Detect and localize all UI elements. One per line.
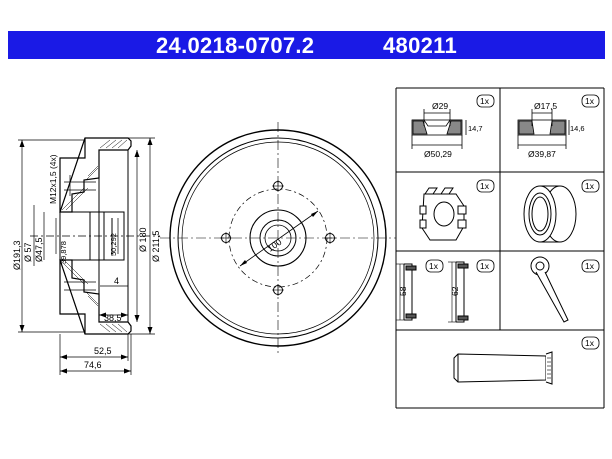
seal2-drawing [448, 261, 469, 323]
dim-bearing-50: 50,292 [109, 233, 118, 256]
svg-text:1x: 1x [585, 338, 595, 348]
drum-front-view [160, 122, 396, 354]
dim-pcd-100: 100 [265, 237, 283, 254]
part-number: 24.0218-0707.2 [156, 33, 315, 58]
quantity-badges: 1x 1x 1x 1x 1x 1x 1x 1x [425, 94, 600, 350]
qty-badge-grease: 1x [581, 336, 600, 350]
qty-badge-ring1: 1x [476, 94, 495, 108]
qty-badge-bearing: 1x [581, 179, 600, 193]
split-pin-drawing [530, 256, 569, 323]
ring1-drawing [411, 109, 467, 149]
dim-diameter-57: Ø 57 [23, 242, 33, 262]
seal2-height-dim: 62 [450, 286, 460, 296]
grease-tube-drawing [453, 351, 553, 385]
dim-diameter-180: Ø 180 [138, 227, 148, 252]
svg-text:1x: 1x [429, 261, 439, 271]
ring2-drawing [517, 109, 570, 149]
ring1-top-dim: Ø29 [432, 101, 448, 111]
qty-badge-nut: 1x [476, 179, 495, 193]
bearing-drawing [523, 185, 577, 243]
castle-nut-drawing [419, 187, 467, 241]
drum-section-view [18, 137, 160, 375]
svg-text:1x: 1x [480, 181, 490, 191]
ring2-bottom-dim: Ø39,87 [528, 149, 556, 159]
ring1-height-dim: 14,7 [468, 124, 483, 133]
dim-diameter-211: Ø 211,5 [151, 231, 161, 262]
dim-width-4: 4 [114, 276, 119, 286]
ring2-height-dim: 14,6 [570, 124, 585, 133]
parts-grid [395, 87, 605, 409]
svg-text:1x: 1x [585, 181, 595, 191]
dim-width-38: 38,5 [104, 313, 122, 323]
ring2-top-dim: Ø17,5 [534, 101, 557, 111]
svg-text:1x: 1x [480, 96, 490, 106]
ring1-bottom-dim: Ø50,29 [424, 149, 452, 159]
section-dimension-labels: Ø191,3 Ø 57 Ø47,5 39,878 M12x1,5 (4x) 50… [12, 154, 161, 370]
dim-width-52: 52,5 [94, 346, 112, 356]
qty-badge-pin: 1x [581, 259, 600, 273]
svg-text:1x: 1x [585, 96, 595, 106]
qty-badge-seal1: 1x [425, 259, 444, 273]
svg-text:1x: 1x [480, 261, 490, 271]
dim-width-74: 74,6 [84, 360, 102, 370]
seal1-height-dim: 58 [398, 286, 408, 296]
dim-diameter-47: Ø47,5 [34, 237, 44, 262]
qty-badge-seal2: 1x [476, 259, 495, 273]
header-banner: 24.0218-0707.2 480211 [8, 31, 605, 59]
seal1-drawing [396, 263, 417, 321]
dim-diameter-191: Ø191,3 [12, 240, 22, 270]
dim-thread: M12x1,5 (4x) [48, 154, 58, 204]
qty-badge-ring2: 1x [581, 94, 600, 108]
reference-number: 480211 [383, 33, 457, 58]
dim-bearing-39: 39,878 [59, 241, 68, 264]
svg-text:1x: 1x [585, 261, 595, 271]
